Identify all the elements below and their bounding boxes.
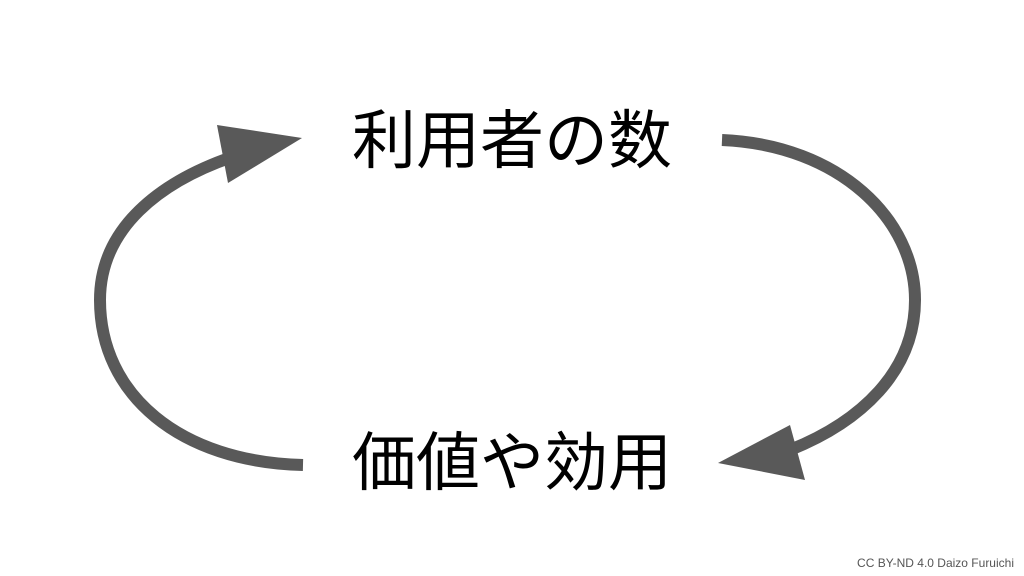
right-arc-arrow bbox=[721, 134, 922, 456]
license-credit: CC BY-ND 4.0 Daizo Furuichi bbox=[857, 556, 1014, 570]
node-value-utility: 価値や効用 bbox=[352, 427, 672, 501]
left-arc-arrow bbox=[93, 151, 304, 471]
right-arrowhead bbox=[718, 425, 805, 480]
node-user-count: 利用者の数 bbox=[352, 105, 672, 179]
left-arrowhead bbox=[217, 125, 302, 183]
